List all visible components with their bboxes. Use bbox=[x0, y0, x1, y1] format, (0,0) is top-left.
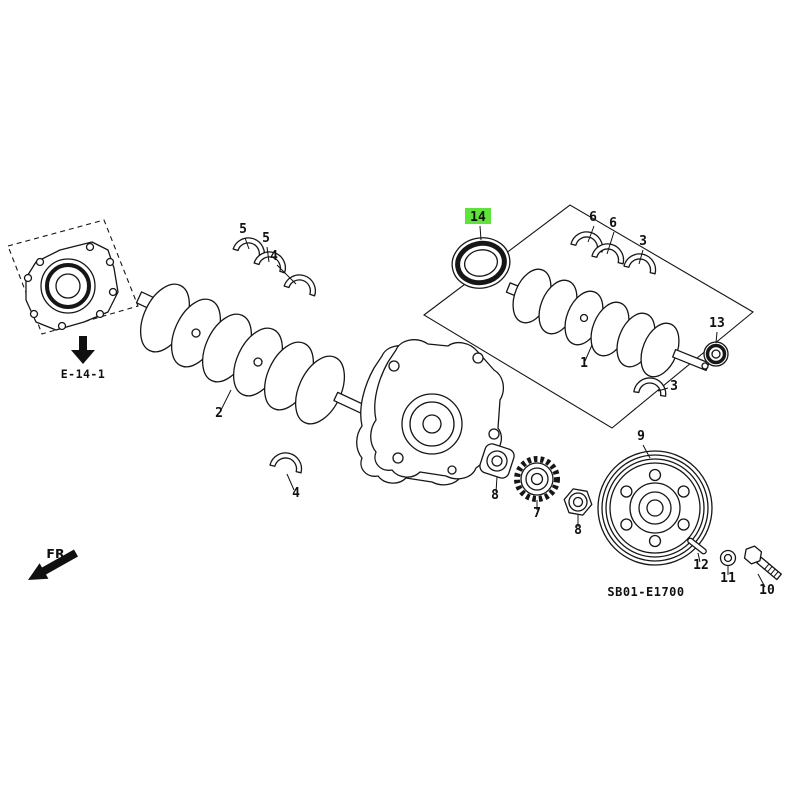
key-drawing bbox=[687, 537, 707, 555]
bolt-drawing bbox=[743, 545, 782, 581]
thrust-bearing-shell bbox=[269, 452, 303, 474]
callout-1[interactable]: 1 bbox=[580, 356, 588, 371]
leader-lines bbox=[220, 225, 766, 588]
callout-14-highlight bbox=[465, 208, 491, 224]
oil-hole bbox=[253, 357, 263, 367]
seal-ring bbox=[705, 343, 727, 365]
seal-bore-circle bbox=[55, 273, 81, 299]
bolt-thread bbox=[767, 566, 773, 573]
seal-retainer-reference-group bbox=[7, 219, 139, 335]
pulley-groove bbox=[601, 454, 709, 562]
callout-5-b[interactable]: 5 bbox=[262, 231, 270, 246]
oil-hole bbox=[579, 313, 589, 323]
pulley-bolt-hole bbox=[648, 468, 662, 482]
bolt-hole bbox=[85, 242, 95, 252]
callout-6-b[interactable]: 6 bbox=[609, 216, 617, 231]
bolt-thread bbox=[773, 571, 779, 578]
bolt-hole bbox=[95, 309, 105, 319]
callout-8-b[interactable]: 8 bbox=[574, 523, 582, 538]
bolt-hole bbox=[57, 321, 67, 331]
callouts: 5 5 4 14 6 6 3 13 1 3 2 9 4 8 7 8 12 11 … bbox=[215, 208, 775, 598]
callout-14-highlighted[interactable]: 14 bbox=[470, 210, 486, 225]
pulley-bolt-hole bbox=[648, 534, 662, 548]
callout-7[interactable]: 7 bbox=[533, 506, 541, 521]
e14-1-reference[interactable]: E-14-1 bbox=[61, 336, 106, 381]
bolt-thread bbox=[770, 568, 776, 575]
callout-5-a[interactable]: 5 bbox=[239, 222, 247, 237]
bolt-hole bbox=[488, 428, 500, 440]
oil-hole bbox=[191, 328, 201, 338]
bolt-hole bbox=[23, 273, 33, 283]
callout-6-a[interactable]: 6 bbox=[589, 210, 597, 225]
diagram-code: SB01-E1700 bbox=[607, 585, 684, 599]
callout-11[interactable]: 11 bbox=[720, 571, 736, 586]
callout-3-b[interactable]: 3 bbox=[670, 379, 678, 394]
pulley-bolt-hole bbox=[620, 518, 633, 531]
washer-hole bbox=[723, 553, 733, 563]
pulley-bolt-hole bbox=[677, 485, 690, 498]
callout-10[interactable]: 10 bbox=[759, 583, 775, 598]
pulley-bolt-hole bbox=[677, 518, 690, 531]
pulley-bore bbox=[646, 499, 664, 517]
washer-hole bbox=[491, 455, 503, 467]
callout-4-b[interactable]: 4 bbox=[292, 486, 300, 501]
fr-arrow-icon bbox=[28, 549, 78, 580]
callout-2[interactable]: 2 bbox=[215, 406, 223, 421]
callout-12[interactable]: 12 bbox=[693, 558, 709, 573]
gear-bore bbox=[530, 472, 544, 486]
pump-shaft-hole bbox=[422, 414, 442, 434]
pulley-groove bbox=[609, 462, 701, 554]
crankshaft-left-drawing bbox=[135, 283, 378, 425]
seal-bore bbox=[711, 349, 721, 359]
washer-hole bbox=[572, 496, 584, 508]
bolt-hole bbox=[472, 352, 484, 364]
fr-direction-group: FR. bbox=[28, 546, 78, 580]
main-bearing-shell bbox=[591, 243, 625, 265]
down-arrow-icon bbox=[71, 350, 95, 364]
washer-11-drawing bbox=[719, 549, 737, 567]
bolt-hex-head bbox=[743, 545, 763, 565]
bolt-hole bbox=[35, 257, 45, 267]
callout-13[interactable]: 13 bbox=[709, 316, 725, 331]
bolt-thread bbox=[764, 563, 770, 570]
crank-tail-tip bbox=[701, 362, 709, 370]
bolt-hole bbox=[447, 465, 457, 475]
callout-3-a[interactable]: 3 bbox=[639, 234, 647, 249]
crankshaft-detail-box bbox=[423, 204, 754, 429]
bolt-hole bbox=[388, 360, 400, 372]
pulley-bolt-hole bbox=[620, 485, 633, 498]
bolt-hole bbox=[105, 257, 115, 267]
pulley-groove bbox=[605, 458, 705, 558]
pulley-drawing bbox=[597, 450, 713, 566]
down-arrow-stem bbox=[79, 336, 87, 350]
oil-seal-bore bbox=[463, 249, 499, 277]
callout-9[interactable]: 9 bbox=[637, 429, 645, 444]
thrust-bearing-shell bbox=[283, 274, 316, 297]
callout-8-a[interactable]: 8 bbox=[491, 488, 499, 503]
bolt-hole bbox=[392, 452, 404, 464]
main-bearing-shell bbox=[633, 377, 667, 397]
oil-seal-drawing bbox=[451, 237, 511, 289]
seal-13-drawing bbox=[703, 341, 729, 367]
washer-8a-drawing bbox=[479, 443, 515, 479]
gear-drawing bbox=[514, 456, 560, 502]
bolt-hole bbox=[29, 309, 39, 319]
fr-label: FR. bbox=[46, 546, 69, 561]
dashed-reference-box bbox=[7, 219, 139, 335]
main-bearing-shell bbox=[570, 231, 604, 253]
bolt-hole bbox=[108, 287, 118, 297]
washer-8b-drawing bbox=[563, 488, 593, 516]
oil-pump-drawing bbox=[356, 339, 505, 486]
callout-4-a[interactable]: 4 bbox=[270, 249, 278, 264]
reference-label[interactable]: E-14-1 bbox=[61, 367, 106, 381]
crankshaft-right-drawing bbox=[505, 268, 710, 378]
gear-teeth bbox=[514, 456, 560, 502]
main-bearing-shell bbox=[623, 253, 657, 275]
